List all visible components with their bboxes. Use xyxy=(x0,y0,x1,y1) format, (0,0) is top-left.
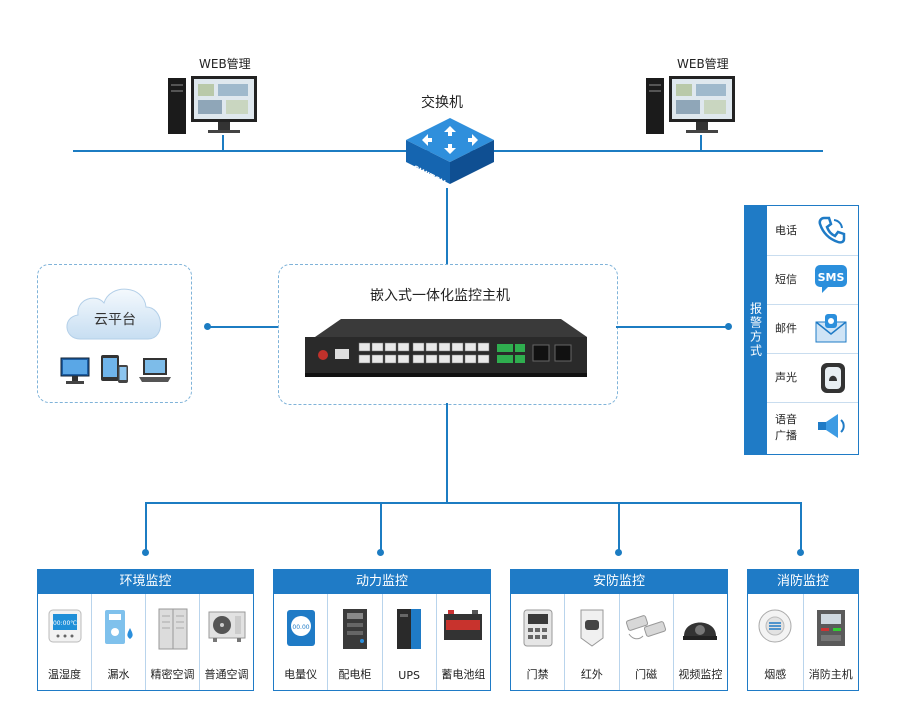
category-fire-title: 消防监控 xyxy=(748,570,858,594)
drop-power xyxy=(380,502,382,552)
alarm-item-sms[interactable]: 短信 SMS xyxy=(767,255,858,305)
category-power: 动力监控 00.00 电量仪 配电柜 UPS 蓄电池组 xyxy=(273,569,491,691)
category-security-title: 安防监控 xyxy=(511,570,727,594)
item-ups[interactable]: UPS xyxy=(383,594,437,690)
distribution-cabinet-icon xyxy=(341,608,369,654)
smoke-detector-icon xyxy=(757,608,793,648)
drop-dot-environment xyxy=(142,549,149,556)
alarm-methods-panel: 报警方式 电话 短信 SMS 邮件 声光 语音 广播 xyxy=(744,205,859,455)
drop-dot-power xyxy=(377,549,384,556)
alarm-item-mail[interactable]: 邮件 xyxy=(767,304,858,354)
access-control-icon xyxy=(522,608,554,652)
alarm-item-phone[interactable]: 电话 xyxy=(767,206,858,256)
category-power-title: 动力监控 xyxy=(274,570,490,594)
alarm-link-dot xyxy=(725,323,732,330)
item-water-leak[interactable]: 漏水 xyxy=(92,594,146,690)
ups-icon xyxy=(395,608,423,654)
loudspeaker-icon xyxy=(814,410,848,446)
laptop-terminal-icon xyxy=(138,357,172,387)
precision-ac-icon xyxy=(155,608,191,654)
bottom-bus-line xyxy=(145,502,802,504)
cloud-icon xyxy=(60,277,170,351)
mail-icon xyxy=(814,312,848,348)
web-management-label-left: WEB管理 xyxy=(199,57,251,71)
host-bottom-link xyxy=(446,403,448,503)
door-magnet-icon xyxy=(625,608,667,646)
drop-environment xyxy=(145,502,147,552)
alarm-methods-title: 报警方式 xyxy=(745,206,767,454)
category-fire: 消防监控 烟感 消防主机 xyxy=(747,569,859,691)
drop-dot-fire xyxy=(797,549,804,556)
item-video-surveillance[interactable]: 视频监控 xyxy=(674,594,727,690)
switch-host-link xyxy=(446,188,448,264)
drop-security xyxy=(618,502,620,552)
item-regular-ac[interactable]: 普通空调 xyxy=(200,594,253,690)
item-access-control[interactable]: 门禁 xyxy=(511,594,566,690)
drop-fire xyxy=(800,502,802,552)
water-leak-sensor-icon xyxy=(101,608,137,652)
category-environment-title: 环境监控 xyxy=(38,570,253,594)
host-alarm-link xyxy=(616,326,728,328)
item-distribution-cabinet[interactable]: 配电柜 xyxy=(328,594,383,690)
thermostat-icon: 00:00℃ xyxy=(47,608,83,648)
host-title: 嵌入式一体化监控主机 xyxy=(370,288,510,304)
voice-broadcast-label: 语音 广播 xyxy=(775,413,797,442)
sms-text: SMS xyxy=(818,271,845,284)
cloud-platform-box: 云平台 xyxy=(37,264,192,403)
right-pc-link xyxy=(700,135,702,151)
alarm-light-icon xyxy=(818,361,848,399)
alarm-item-voice-broadcast[interactable]: 语音 广播 xyxy=(767,402,858,454)
battery-pack-icon xyxy=(442,608,484,646)
sms-icon: SMS xyxy=(814,263,848,299)
desktop-terminal-icon xyxy=(60,357,90,389)
power-meter-icon: 00.00 xyxy=(285,608,317,652)
category-environment: 环境监控 00:00℃ 温湿度 漏水 精密空调 普通空调 xyxy=(37,569,254,691)
dome-camera-icon xyxy=(681,608,719,648)
cloud-link-dot xyxy=(204,323,211,330)
switch-title: 交换机 xyxy=(421,95,463,111)
item-infrared[interactable]: 红外 xyxy=(565,594,620,690)
meter-reading: 00.00 xyxy=(292,624,309,631)
web-management-pc-right[interactable] xyxy=(646,76,738,142)
category-security: 安防监控 门禁 红外 门磁 视频监控 xyxy=(510,569,728,691)
item-precision-ac[interactable]: 精密空调 xyxy=(146,594,200,690)
item-fire-host[interactable]: 消防主机 xyxy=(804,594,859,690)
alarm-item-sound-light[interactable]: 声光 xyxy=(767,353,858,403)
web-management-pc-left[interactable] xyxy=(168,76,260,142)
item-smoke-detector[interactable]: 烟感 xyxy=(748,594,804,690)
item-door-magnet[interactable]: 门磁 xyxy=(620,594,674,690)
web-management-label-right: WEB管理 xyxy=(677,57,729,71)
fire-alarm-panel-icon xyxy=(815,608,847,652)
phone-icon xyxy=(816,214,848,250)
item-temperature-humidity[interactable]: 00:00℃ 温湿度 xyxy=(38,594,92,690)
cloud-platform-label: 云平台 xyxy=(94,312,136,328)
left-pc-link xyxy=(222,135,224,151)
monitoring-host-device[interactable] xyxy=(301,317,591,383)
infrared-sensor-icon xyxy=(577,608,607,652)
drop-dot-security xyxy=(615,549,622,556)
monitoring-host-box: 嵌入式一体化监控主机 xyxy=(278,264,618,405)
mobile-devices-icon xyxy=(100,353,130,389)
outdoor-ac-unit-icon xyxy=(207,608,247,648)
item-power-meter[interactable]: 00.00 电量仪 xyxy=(274,594,329,690)
item-battery-pack[interactable]: 蓄电池组 xyxy=(437,594,490,690)
switch-device[interactable]: SWITCH xyxy=(388,112,500,194)
thermostat-reading: 00:00℃ xyxy=(52,620,76,627)
cloud-host-link xyxy=(207,326,279,328)
